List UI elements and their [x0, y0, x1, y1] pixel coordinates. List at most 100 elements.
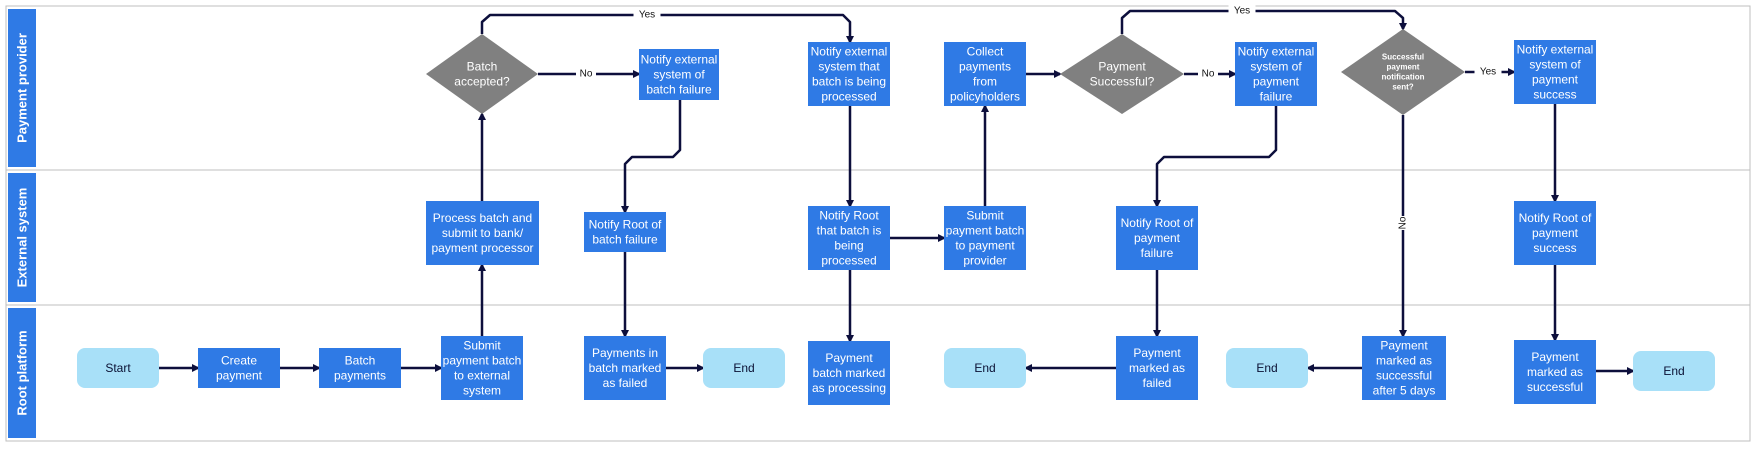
node-text-line: payment [1532, 73, 1579, 87]
process-box [808, 42, 890, 106]
process-box [426, 201, 539, 265]
process-box [584, 212, 666, 252]
node-text-line: Payments in [592, 346, 658, 360]
process-box [441, 336, 523, 400]
node-text-line: Process batch and [433, 211, 532, 225]
node-text-line: accepted? [454, 75, 510, 89]
node-end-4[interactable]: End [1633, 351, 1715, 391]
node-end-3[interactable]: End [1226, 348, 1308, 388]
node-text-line: system of [1529, 58, 1581, 72]
node-text-line: Notify Root of [1519, 211, 1592, 225]
node-text-line: system [463, 384, 501, 398]
process-box [944, 206, 1026, 270]
node-text-line: as processing [812, 381, 886, 395]
terminal-pill [1226, 348, 1308, 388]
lane-payment-provider: Payment provider [8, 9, 36, 167]
edge-label-background [576, 67, 596, 81]
node-text-line: submit to bank/ [442, 226, 524, 240]
node-text-line: Start [105, 361, 131, 375]
process-box [198, 348, 280, 388]
process-box [639, 49, 719, 100]
process-box [1116, 336, 1198, 400]
node-text-line: payments [334, 369, 386, 383]
node-text-line: after 5 days [1373, 384, 1436, 398]
node-text-line: End [974, 361, 995, 375]
process-box [808, 206, 890, 270]
node-text-line: Notify Root [819, 209, 879, 223]
node-start[interactable]: Start [77, 348, 159, 388]
node-text-line: notification [1381, 73, 1424, 82]
node-text-line: as failed [603, 376, 648, 390]
process-box [584, 336, 666, 400]
node-text-line: payment [1253, 75, 1300, 89]
node-text-line: payment [216, 369, 263, 383]
terminal-pill [77, 348, 159, 388]
edge-label: Yes [1234, 6, 1250, 17]
node-text-line: system of [1250, 60, 1302, 74]
node-text-line: policyholders [950, 90, 1020, 104]
node-text-line: Payment [1098, 60, 1146, 74]
process-box [944, 42, 1026, 106]
node-end-2[interactable]: End [944, 348, 1026, 388]
node-text-line: payment [1134, 231, 1181, 245]
process-box [1362, 336, 1446, 400]
node-text-line: being [834, 239, 863, 253]
node-text-line: successful [1376, 369, 1432, 383]
process-box [319, 348, 401, 388]
node-text-line: failure [1141, 246, 1174, 260]
node-text-line: Notify external [811, 45, 888, 59]
terminal-pill [944, 348, 1026, 388]
decision-diamond [1341, 29, 1465, 115]
node-text-line: Payment [1380, 339, 1428, 353]
node-text-line: payments [959, 60, 1011, 74]
edge-label-background [1393, 216, 1413, 230]
terminal-pill [1633, 351, 1715, 391]
node-text-line: Payment [825, 351, 873, 365]
node-text-line: processed [821, 90, 876, 104]
edge-label: No [580, 69, 593, 80]
node-text-line: End [1663, 364, 1684, 378]
edge-label-background [1198, 67, 1218, 81]
lane-label: External system [15, 188, 30, 288]
node-text-line: success [1533, 241, 1576, 255]
edge-label: Yes [1480, 67, 1496, 78]
node-text-line: batch marked [813, 366, 886, 380]
lane-tab [8, 173, 36, 302]
node-text-line: to payment [955, 239, 1015, 253]
connector-arrow [1120, 9, 1407, 34]
node-text-line: payment [1532, 226, 1579, 240]
process-box [808, 341, 890, 405]
connector-arrow [621, 100, 682, 214]
node-text-line: Batch [467, 60, 498, 74]
edge-label-background [1474, 65, 1502, 79]
node-text-line: Notify external [641, 53, 718, 67]
node-end-1[interactable]: End [703, 348, 785, 388]
node-text-line: that batch is [817, 224, 882, 238]
lane-root-platform: Root platform [6, 304, 1750, 438]
node-text-line: Submit [463, 339, 501, 353]
node-text-line: Submit [966, 209, 1004, 223]
node-text-line: to external [454, 369, 510, 383]
